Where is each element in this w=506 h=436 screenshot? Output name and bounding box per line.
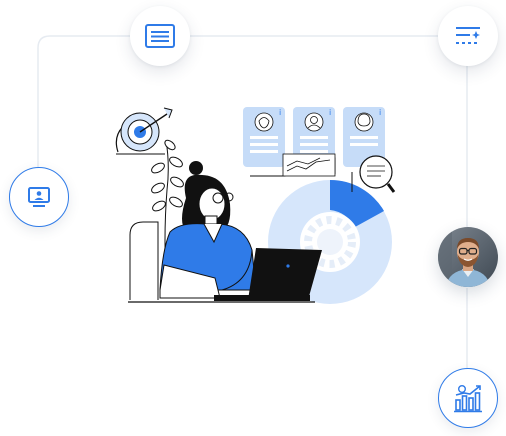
chair (129, 221, 159, 300)
woman-working-on-laptop (159, 161, 257, 299)
presentation-user-icon (28, 187, 50, 207)
svg-text:i: i (329, 108, 331, 117)
person-avatar[interactable] (438, 227, 498, 287)
bar-chart-node[interactable] (438, 368, 498, 428)
bar-chart-growth-icon (454, 385, 482, 413)
presentation-node[interactable] (9, 167, 69, 227)
document-text-icon (145, 24, 175, 48)
line-chart-card (250, 153, 336, 177)
person-photo (438, 227, 498, 287)
svg-text:i: i (279, 108, 281, 117)
target-dart-icon (115, 107, 173, 155)
svg-text:i: i (379, 108, 381, 117)
filter-settings-node[interactable] (438, 6, 498, 66)
profile-cards: i i i (243, 107, 385, 167)
filter-settings-icon (456, 27, 480, 44)
document-node[interactable] (130, 6, 190, 66)
magnifier-icon (351, 155, 396, 193)
laptop (214, 248, 322, 301)
